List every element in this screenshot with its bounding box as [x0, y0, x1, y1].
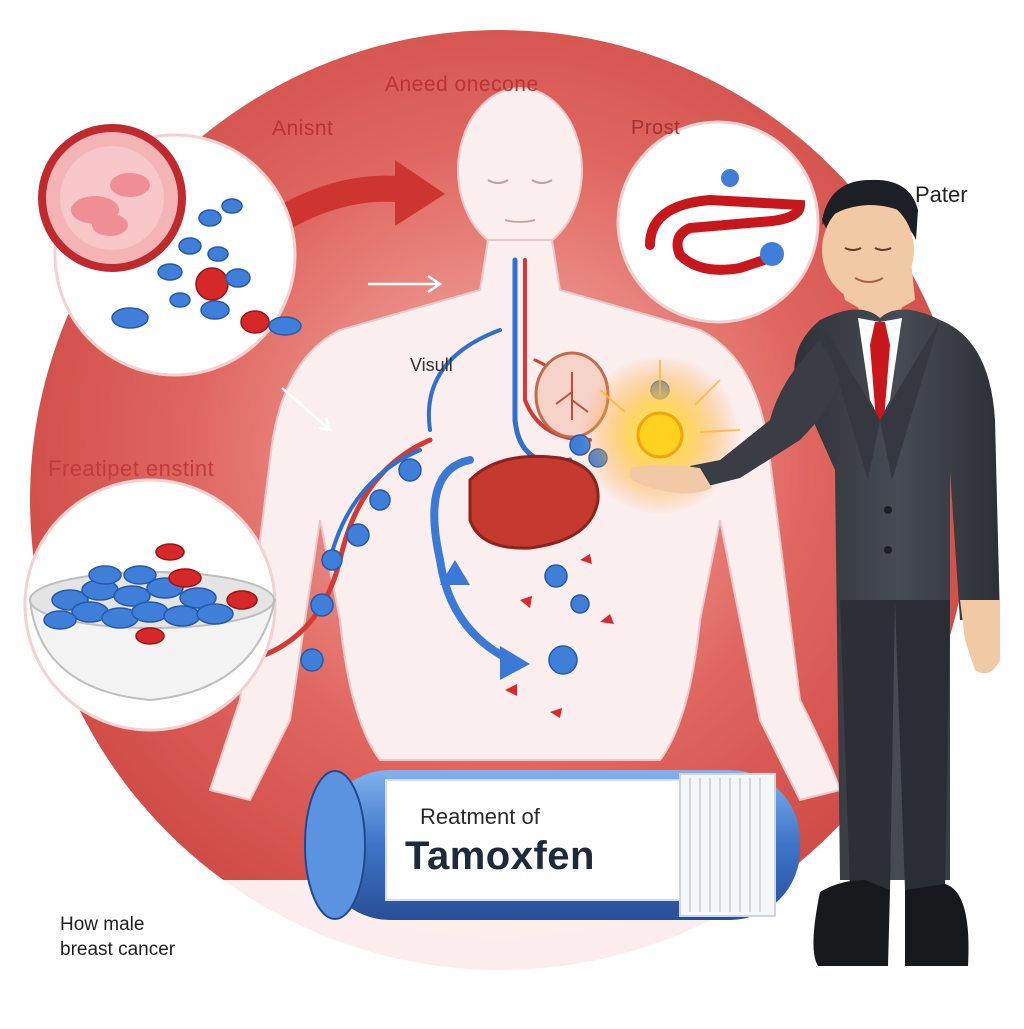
organ-liver [468, 454, 600, 550]
pill-tube [304, 770, 800, 920]
glowing-orb [636, 411, 684, 459]
label-person: Pater [915, 182, 968, 207]
magnifier-top-right [616, 120, 820, 324]
caption: How male breast cancer [60, 913, 260, 962]
red-fragments [505, 554, 614, 718]
tube-label-line1: Reatment of [420, 804, 540, 829]
label-bowl: Freatipet enstint [48, 456, 215, 481]
magnifier-pills-top-left [38, 124, 302, 377]
label-mid: Visull [410, 355, 453, 375]
label-right: Prost [631, 117, 681, 139]
label-top: Aneed onecone [385, 73, 539, 96]
caption-line2: breast cancer [60, 938, 176, 960]
label-left: Anisnt [272, 117, 334, 140]
businessman [630, 179, 1000, 966]
pill-bowl [23, 478, 277, 732]
caption-line1: How male [60, 914, 145, 935]
tube-label-line2: Tamoxfen [405, 834, 595, 878]
